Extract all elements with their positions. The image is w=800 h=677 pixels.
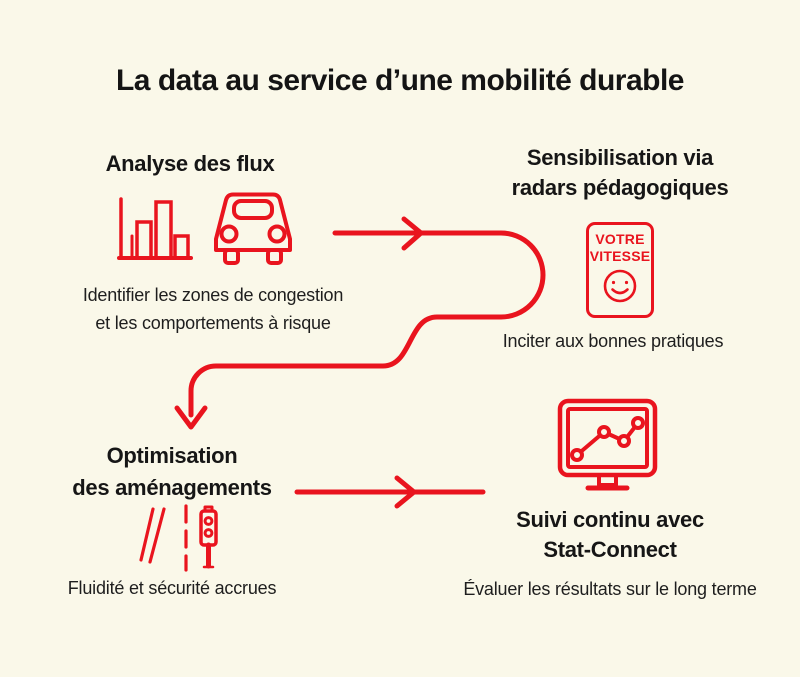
- step-suivi-heading-line1: Suivi continu avec: [516, 507, 704, 532]
- step-suivi-heading-line2: Stat-Connect: [543, 537, 677, 562]
- speed-radar-sign-icon: VOTRE VITESSE: [586, 222, 654, 318]
- radar-sign-line1: VOTRE: [595, 231, 645, 247]
- step-optimisation-heading-line1: Optimisation: [106, 443, 238, 468]
- monitor-chart-icon: [557, 398, 658, 491]
- car-icon: [214, 192, 292, 265]
- step-analyse-heading: Analyse des flux: [105, 151, 275, 176]
- step-optimisation-heading-line2: des aménagements: [72, 475, 272, 500]
- arrowhead-right-icon: [401, 216, 424, 251]
- step-analyse-caption-line1: Identifier les zones de congestion: [82, 285, 344, 305]
- road-markings-icon: [139, 504, 218, 572]
- step-radars-heading-line1: Sensibilisation via: [526, 145, 714, 170]
- step-radars-heading-line2: radars pédagogiques: [511, 175, 729, 200]
- step-radars-heading: Sensibilisation via radars pédagogiques: [470, 143, 770, 203]
- step-radars-caption: Inciter aux bonnes pratiques: [502, 331, 724, 351]
- bar-chart-icon: [117, 197, 193, 260]
- traffic-light-icon: [199, 505, 218, 569]
- trend-line: [575, 421, 640, 457]
- step-optimisation-heading: Optimisation des aménagements: [27, 440, 317, 504]
- step-optimisation-caption: Fluidité et sécurité accrues: [67, 578, 277, 598]
- radar-sign-text: VOTRE VITESSE: [590, 231, 651, 265]
- radar-sign-line2: VITESSE: [589, 248, 651, 264]
- step-analyse-caption-line2: et les comportements à risque: [95, 313, 331, 333]
- arrowhead-down-icon: [174, 405, 208, 430]
- arrowhead-right-icon: [394, 475, 417, 509]
- step-suivi-heading: Suivi continu avec Stat-Connect: [460, 505, 760, 565]
- step-suivi-caption: Évaluer les résultats sur le long terme: [463, 579, 757, 599]
- smiley-face-icon: [603, 269, 637, 303]
- step-analyse-caption: Identifier les zones de congestion et le…: [33, 281, 393, 337]
- page-title: La data au service d’une mobilité durabl…: [115, 64, 685, 97]
